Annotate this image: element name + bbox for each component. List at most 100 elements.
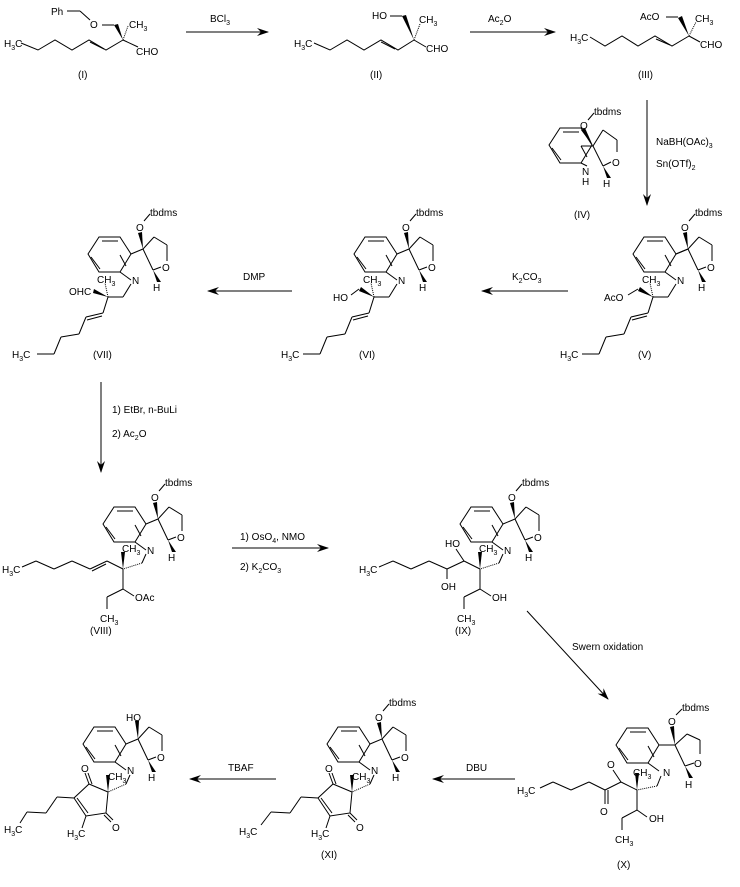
bond <box>418 266 428 271</box>
reagent-etbr: 1) EtBr, n-BuLi <box>112 405 177 416</box>
atom-label: H <box>603 179 610 190</box>
bond <box>479 588 492 597</box>
compound-II: H3​C HO CH3​ CHO (II) <box>294 11 448 81</box>
bond <box>167 536 177 541</box>
bond <box>71 560 91 570</box>
atom-label: CH3​ <box>419 15 437 28</box>
bond <box>134 524 142 537</box>
bond <box>122 283 132 298</box>
bond <box>21 560 37 568</box>
compound-V: O tbdms O N H CH3​ AcO H3​C (V) <box>560 208 722 363</box>
atom-label: CHO <box>426 44 448 55</box>
compound-label-I: (I) <box>78 70 87 81</box>
atom-label: CH3​ <box>457 614 475 627</box>
atom-label: HO <box>333 293 348 304</box>
atom-label: O <box>607 760 615 771</box>
bond <box>85 312 104 318</box>
bond <box>35 560 55 570</box>
atom-label: CHO <box>700 40 722 51</box>
bond <box>319 336 328 355</box>
atom-label: H3​C <box>570 33 588 46</box>
bond <box>119 271 132 281</box>
bond <box>664 254 672 267</box>
atom-label: tbdms <box>682 703 709 714</box>
bond <box>26 811 47 814</box>
bond <box>674 733 688 746</box>
bond <box>598 336 607 355</box>
bond <box>104 282 109 298</box>
atom-label: O <box>401 753 409 764</box>
bond <box>687 236 700 250</box>
bond <box>152 266 162 271</box>
bond <box>413 23 421 41</box>
bond <box>326 726 371 763</box>
bond <box>524 536 534 541</box>
wedge-bond <box>404 232 409 249</box>
compound-label-VI: (VI) <box>359 350 375 361</box>
wedge-bond <box>685 766 693 778</box>
bond <box>620 781 638 791</box>
atom-label: CHO <box>136 47 158 58</box>
atom-label: OH <box>649 814 664 825</box>
bond <box>153 236 168 246</box>
wedge-bond <box>525 540 533 552</box>
bond <box>369 774 375 785</box>
bond <box>649 282 654 298</box>
arrow-VI-to-VII: DMP <box>207 272 292 295</box>
bond <box>145 518 159 525</box>
bond <box>502 518 516 525</box>
bond <box>385 254 393 267</box>
bond <box>89 560 108 570</box>
atom-label: O <box>580 121 588 132</box>
bond <box>632 236 677 273</box>
atom-label: AcO <box>640 12 660 23</box>
bond <box>125 774 131 785</box>
reagent-ac2o: Ac2​O <box>488 14 512 27</box>
atom-label: HO <box>126 713 141 724</box>
wedge-bond <box>121 552 125 569</box>
bond <box>300 796 319 799</box>
bond <box>328 772 334 785</box>
atom-label: H <box>168 553 175 564</box>
atom-label: HO <box>372 11 387 22</box>
bond <box>148 726 163 736</box>
bond <box>498 553 504 564</box>
arrow-VIII-to-IX: 1) OsO4​, NMO 2) K2​CO3​ <box>232 532 329 575</box>
compound-label-IV: (IV) <box>574 210 590 221</box>
atom-label: N <box>504 546 511 557</box>
reagent-k2co3-2: 2) K2​CO3​ <box>240 562 281 575</box>
wedge-bond <box>635 773 639 790</box>
atom-label: tbdms <box>165 478 192 489</box>
bond <box>137 738 149 761</box>
bond <box>667 283 677 298</box>
wedge-bond <box>402 15 414 40</box>
bond <box>102 296 109 314</box>
bond <box>351 312 370 318</box>
bond <box>351 783 371 793</box>
bond <box>349 812 358 821</box>
bond <box>627 288 639 296</box>
bond <box>122 562 143 570</box>
bond <box>514 518 526 541</box>
atom-label: H3​C <box>2 565 20 578</box>
bond <box>329 746 340 760</box>
atom-label: O <box>162 263 170 274</box>
bond <box>79 10 91 21</box>
wedge-bond <box>106 775 110 792</box>
bond <box>410 560 430 570</box>
wedge-bond <box>670 726 675 745</box>
atom-label: N <box>582 167 589 178</box>
atom-label: OH <box>492 593 507 604</box>
bond <box>125 738 139 745</box>
wedge-bond <box>359 287 374 297</box>
compound-III: H3​C AcO CH3​ CHO (III) <box>570 12 722 81</box>
atom-label: H3​C <box>239 827 257 840</box>
atom-label: O <box>600 807 608 818</box>
compound-XII: HO O N H CH3​ O O H3​C H3​C <box>4 713 165 842</box>
compound-VI: O tbdms O N H CH3​ HO H3​C (VI) <box>281 208 443 363</box>
compound-label-X: (X) <box>617 860 630 871</box>
arrow-II-to-III: Ac2​O <box>470 14 556 36</box>
atom-label: OHC <box>69 287 91 298</box>
bond <box>358 744 366 757</box>
bond <box>87 772 93 785</box>
